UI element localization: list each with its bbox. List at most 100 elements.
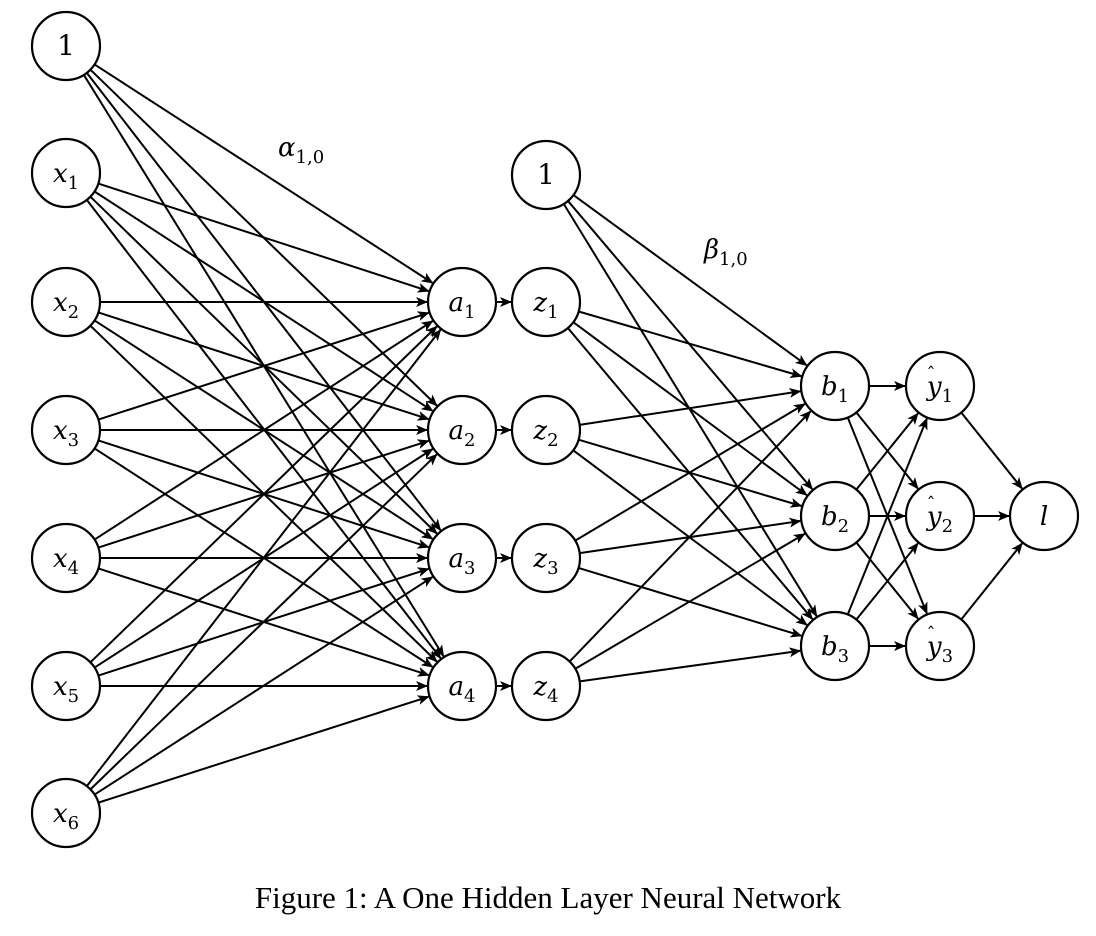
node-circle bbox=[904, 350, 976, 422]
node-circle bbox=[510, 394, 582, 466]
node-y1: y1ˆ bbox=[904, 350, 976, 422]
edge-x6-to-a1 bbox=[86, 328, 442, 787]
node-label: l bbox=[1040, 502, 1048, 532]
hat-accent: ˆ bbox=[927, 364, 936, 385]
node-label: 1 bbox=[537, 158, 555, 191]
node-z2: z2 bbox=[510, 394, 582, 466]
node-circle bbox=[30, 777, 102, 849]
node-circle bbox=[30, 650, 102, 722]
node-label: a2 bbox=[449, 416, 476, 451]
node-circle bbox=[30, 522, 102, 594]
node-label: x4 bbox=[53, 544, 79, 579]
node-circle bbox=[510, 139, 582, 211]
node-x4: x4 bbox=[30, 522, 102, 594]
edge-label-alpha: α1,0 bbox=[278, 133, 324, 168]
node-z1: z1 bbox=[510, 266, 582, 338]
hat-accent: ˆ bbox=[927, 494, 936, 515]
node-label: y1 bbox=[926, 372, 953, 407]
node-circle bbox=[426, 266, 498, 338]
node-label: b1 bbox=[821, 372, 849, 407]
figure-caption: Figure 1: A One Hidden Layer Neural Netw… bbox=[254, 880, 842, 915]
node-label: b3 bbox=[821, 632, 849, 667]
node-circle bbox=[30, 394, 102, 466]
node-l: l bbox=[1008, 480, 1080, 552]
edge-x6-to-a4 bbox=[98, 695, 430, 804]
node-b1: b1 bbox=[799, 350, 871, 422]
edge-bias0-to-a1 bbox=[94, 63, 434, 284]
node-circle bbox=[510, 522, 582, 594]
node-circle bbox=[426, 394, 498, 466]
node-bias0: 1 bbox=[30, 10, 102, 82]
node-label: a3 bbox=[449, 544, 476, 579]
node-label: x1 bbox=[53, 159, 79, 194]
edge-b3-to-y1 bbox=[846, 417, 928, 615]
node-circle bbox=[799, 480, 871, 552]
edge-bias1-to-b2 bbox=[567, 200, 814, 491]
node-circle bbox=[799, 610, 871, 682]
node-circle bbox=[426, 650, 498, 722]
node-a2: a2 bbox=[426, 394, 498, 466]
edge-z3-to-b1 bbox=[574, 403, 806, 542]
node-b3: b3 bbox=[799, 610, 871, 682]
node-x1: x1 bbox=[30, 137, 102, 209]
node-label: x2 bbox=[53, 288, 79, 323]
node-x5: x5 bbox=[30, 650, 102, 722]
edge-x1-to-a1 bbox=[98, 182, 430, 293]
node-circle bbox=[904, 480, 976, 552]
edge-z2-to-b1 bbox=[579, 387, 802, 426]
node-label: a4 bbox=[449, 672, 476, 707]
node-y2: y2ˆ bbox=[904, 480, 976, 552]
edge-bias1-to-b3 bbox=[562, 203, 818, 618]
node-label: y2 bbox=[926, 502, 953, 537]
node-x2: x2 bbox=[30, 266, 102, 338]
node-y3: y3ˆ bbox=[904, 610, 976, 682]
node-circle bbox=[799, 350, 871, 422]
node-label: b2 bbox=[821, 502, 849, 537]
node-circle bbox=[510, 650, 582, 722]
edge-labels-layer: α1,0 β1,0 bbox=[278, 133, 748, 270]
node-label: z1 bbox=[532, 288, 558, 323]
node-circle bbox=[30, 10, 102, 82]
edge-label-beta: β1,0 bbox=[703, 235, 748, 270]
node-circle bbox=[510, 266, 582, 338]
node-circle bbox=[30, 266, 102, 338]
edge-x6-to-a2 bbox=[89, 453, 438, 791]
node-a4: a4 bbox=[426, 650, 498, 722]
node-label: z2 bbox=[532, 416, 558, 451]
node-circle bbox=[1008, 480, 1080, 552]
edge-b3-to-y2 bbox=[855, 542, 919, 621]
node-label: 1 bbox=[57, 29, 75, 62]
node-label: z4 bbox=[532, 672, 558, 707]
edge-x6-to-a3 bbox=[94, 576, 434, 796]
nodes-layer: 1x1x2x3x4x5x6a1a2a3a41z1z2z3z4b1b2b3y1ˆy… bbox=[30, 10, 1080, 849]
hat-accent: ˆ bbox=[927, 624, 936, 645]
edge-x3-to-a1 bbox=[98, 311, 430, 421]
edge-y1-to-l bbox=[960, 411, 1023, 490]
node-label: a1 bbox=[449, 288, 476, 323]
node-label: x5 bbox=[53, 672, 79, 707]
edge-z4-to-b1 bbox=[568, 410, 812, 663]
node-circle bbox=[904, 610, 976, 682]
edge-x5-to-a1 bbox=[89, 325, 438, 664]
edge-y3-to-l bbox=[960, 542, 1023, 621]
node-label: z3 bbox=[532, 544, 558, 579]
node-label: x6 bbox=[53, 799, 79, 834]
node-a3: a3 bbox=[426, 522, 498, 594]
node-z4: z4 bbox=[510, 650, 582, 722]
node-bias1: 1 bbox=[510, 139, 582, 211]
edge-bias1-to-b1 bbox=[572, 194, 808, 367]
node-z3: z3 bbox=[510, 522, 582, 594]
node-x6: x6 bbox=[30, 777, 102, 849]
edge-b2-to-y1 bbox=[855, 412, 919, 491]
edge-z4-to-b3 bbox=[579, 647, 802, 683]
edge-x4-to-a1 bbox=[94, 320, 434, 541]
node-b2: b2 bbox=[799, 480, 871, 552]
node-a1: a1 bbox=[426, 266, 498, 338]
edge-z4-to-b2 bbox=[574, 532, 806, 670]
edges-layer bbox=[83, 63, 1023, 804]
node-circle bbox=[30, 137, 102, 209]
node-label: x3 bbox=[53, 416, 79, 451]
node-label: y3 bbox=[926, 632, 953, 667]
node-x3: x3 bbox=[30, 394, 102, 466]
